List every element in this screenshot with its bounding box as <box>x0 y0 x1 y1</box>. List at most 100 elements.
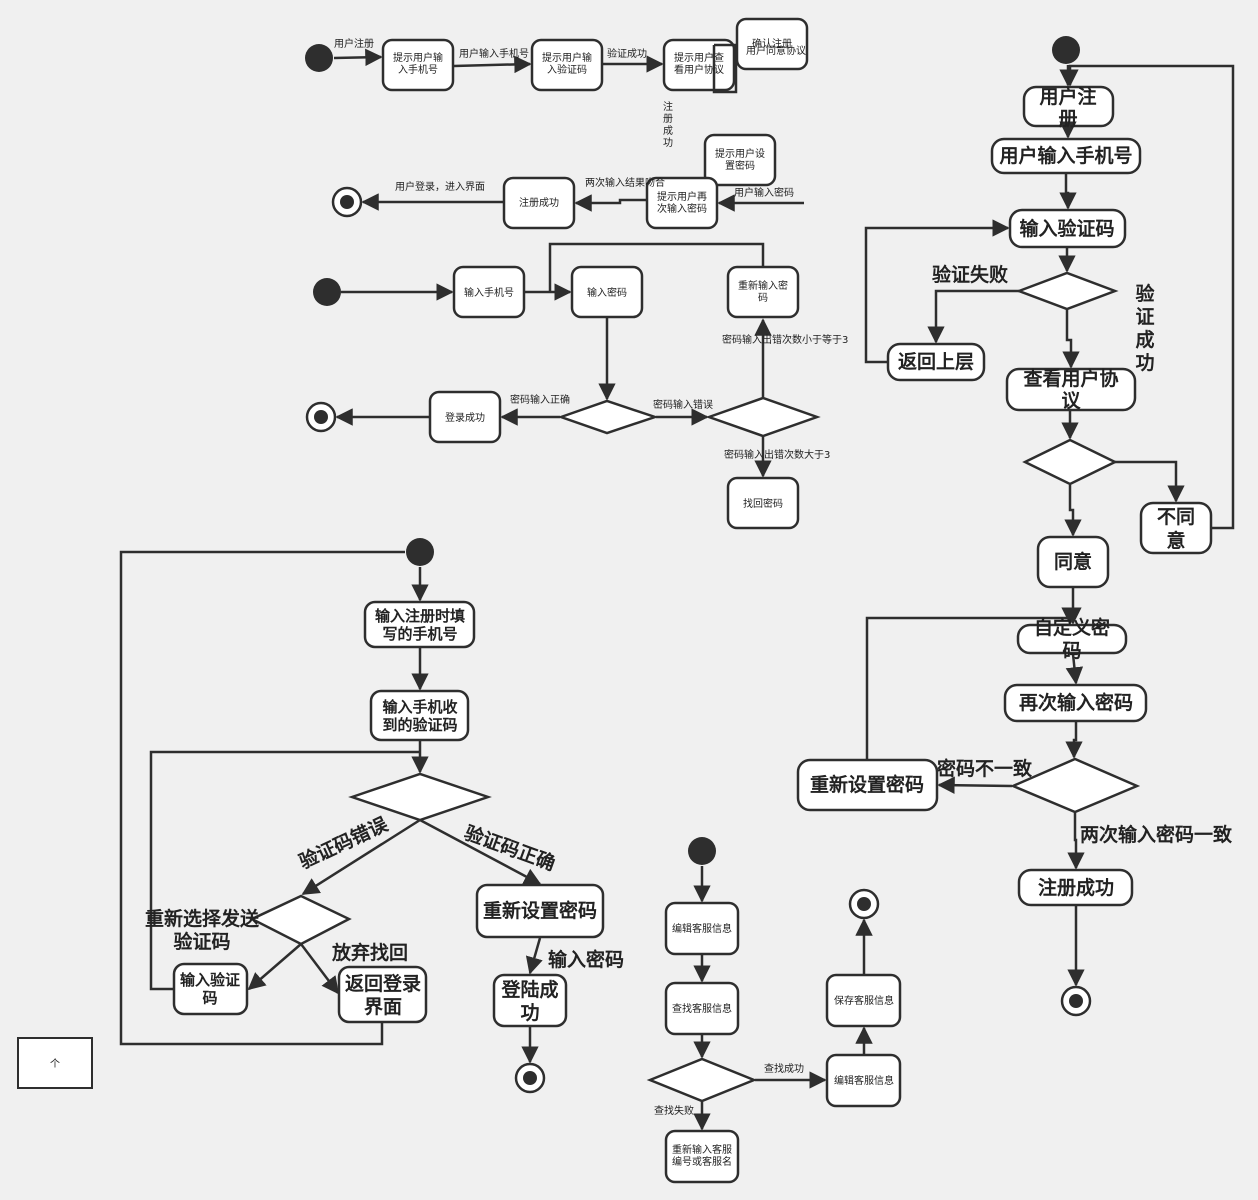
edge-reinput-loop <box>548 242 765 292</box>
label-back-login: 返回登录界面 <box>345 972 421 1018</box>
label-pw-wrong: 密码输入错误 <box>653 398 713 411</box>
input-phone-node <box>452 265 526 319</box>
disagree-node <box>1139 501 1213 555</box>
note-box: 个 <box>17 1037 93 1089</box>
reenter-password-node <box>645 176 719 230</box>
start-node <box>305 44 333 72</box>
verify-decision <box>1015 271 1119 311</box>
label-find-fail: 查找失败 <box>654 1104 694 1117</box>
label-match: 两次输入结果吻合 <box>585 176 665 189</box>
password-match-decision <box>1009 757 1141 814</box>
label-verify-fail: 验证失败 <box>932 263 1008 286</box>
edge-back-loop-to-code <box>864 219 1010 364</box>
label-input-registered-phone: 输入注册时填写的手机号 <box>375 607 465 643</box>
label-register-done: 注册成功 <box>519 196 559 209</box>
label-reset-password: 重新设置密码 <box>810 773 924 796</box>
label-disagree: 不同意 <box>1157 506 1195 552</box>
label-verify-ok-vertical: 验证成功 <box>1135 282 1155 374</box>
back-node <box>886 342 986 382</box>
reset-password-node <box>796 758 939 812</box>
label-input-password: 输入密码 <box>587 286 627 299</box>
label-code-wrong: 验证码错误 <box>295 812 392 873</box>
reinput-node <box>664 1129 740 1184</box>
label-login-success: 登陆成功 <box>500 978 558 1024</box>
login-start-node <box>313 278 341 306</box>
label-edit-info: 编辑客服信息 <box>672 922 732 935</box>
label-back: 返回上层 <box>898 351 974 373</box>
recovery-flow-diagram: 输入注册时填写的手机号 输入手机收到的验证码 验证码错误 验证码正确 重新选择发… <box>119 538 624 1094</box>
label-reinput: 重新输入客服编号或客服名 <box>672 1143 732 1168</box>
prompt-phone-node <box>381 38 455 92</box>
find-info-node <box>664 981 740 1036</box>
label-reset-password: 重新设置密码 <box>483 899 597 922</box>
edge-choice-to-back-login <box>300 943 340 995</box>
code-check-decision <box>348 772 492 822</box>
note-label: 个 <box>50 1058 60 1070</box>
prompt-code-node <box>530 38 604 92</box>
label-prompt-phone: 提示用户输入手机号 <box>393 51 443 76</box>
login-success-node <box>492 973 568 1028</box>
label-find-ok: 查找成功 <box>764 1062 804 1075</box>
edge-check-right <box>419 818 542 886</box>
edge-reset-to-success <box>525 937 543 975</box>
recovery-end-node-core <box>523 1071 537 1085</box>
label-input-password: 用户输入密码 <box>734 186 794 199</box>
edge-disagree-loop-to-start <box>1061 64 1235 530</box>
label-custom-password: 自定义密码 <box>1034 616 1110 662</box>
edge-reenter-to-match <box>1065 722 1083 759</box>
label-retry-gt3: 密码输入出错次数大于3 <box>724 448 830 461</box>
label-user-register: 用户注册 <box>334 37 374 50</box>
label-view-agreement: 提示用户查看用户协议 <box>674 51 724 76</box>
label-agree-agreement: 用户同意协议 <box>746 44 806 57</box>
register-done-node <box>502 176 576 230</box>
login-success-node <box>428 390 502 444</box>
input-registered-phone-node <box>363 600 476 649</box>
label-login-success: 登录成功 <box>445 411 485 424</box>
login-flow-diagram: 输入手机号 输入密码 重新输入密码 密码输入出错次数小于等于3 密码输入正确 密… <box>305 242 848 530</box>
label-register-success-vertical: 注册成功 <box>663 100 673 149</box>
edge-agreement-to-confirm <box>712 43 738 94</box>
edge-choice-to-input-code <box>247 943 302 991</box>
label-input-received-code: 输入手机收到的验证码 <box>382 698 457 734</box>
retry-count-decision <box>705 396 821 438</box>
register-start-node <box>1052 36 1080 64</box>
view-agreement-node <box>1005 367 1137 412</box>
input-password-node <box>570 265 644 319</box>
input-received-code-node <box>369 689 470 742</box>
service-flow-diagram: 编辑客服信息 查找客服信息 查找成功 查找失败 重新输入客服编号或客服名 编辑客… <box>646 837 902 1184</box>
label-input-password: 输入密码 <box>548 948 624 971</box>
label-mismatch: 密码不一致 <box>937 757 1033 780</box>
input-code-node <box>1008 208 1127 249</box>
view-agreement-node <box>662 38 736 92</box>
label-agree: 同意 <box>1054 550 1092 573</box>
label-give-up: 放弃找回 <box>331 941 408 964</box>
edge-mismatch-to-reset <box>937 776 1013 794</box>
edge-reset-loop-to-custom <box>865 607 1079 759</box>
set-password-node <box>703 133 777 187</box>
label-view-agreement: 查看用户协议 <box>1022 367 1118 412</box>
edge-decision-to-disagree <box>1115 460 1185 503</box>
label-user-register: 用户注册 <box>1039 85 1096 130</box>
registration-flow-diagram: 用户注册 提示用户输入手机号 用户输入手机号 提示用户输入验证码 验证成功 提示… <box>305 17 809 230</box>
edge-reenter-to-register-done <box>574 194 646 212</box>
edit-info2-node <box>825 1053 902 1108</box>
edit-info-node <box>664 901 740 956</box>
recovery-start-node <box>406 538 434 566</box>
service-start-node <box>688 837 716 865</box>
edge-check-wrong <box>301 818 421 896</box>
label-input-code: 输入验证码 <box>180 971 240 1007</box>
custom-password-node <box>1016 623 1128 655</box>
label-reenter-password: 提示用户再次输入密码 <box>657 190 707 215</box>
label-user-input-phone: 用户输入手机号 <box>999 144 1132 167</box>
register-end-node-core <box>1069 994 1083 1008</box>
label-register-success: 注册成功 <box>1038 876 1114 899</box>
recovery-choice-decision <box>249 894 352 946</box>
label-match: 两次输入密码一致 <box>1080 823 1233 846</box>
label-verify-ok: 验证成功 <box>607 47 647 60</box>
agree-decision <box>1022 438 1118 486</box>
end-node-core <box>340 195 354 209</box>
label-pw-correct: 密码输入正确 <box>510 393 570 406</box>
edge-phone-to-code <box>1059 174 1077 210</box>
find-password-node <box>726 476 800 530</box>
